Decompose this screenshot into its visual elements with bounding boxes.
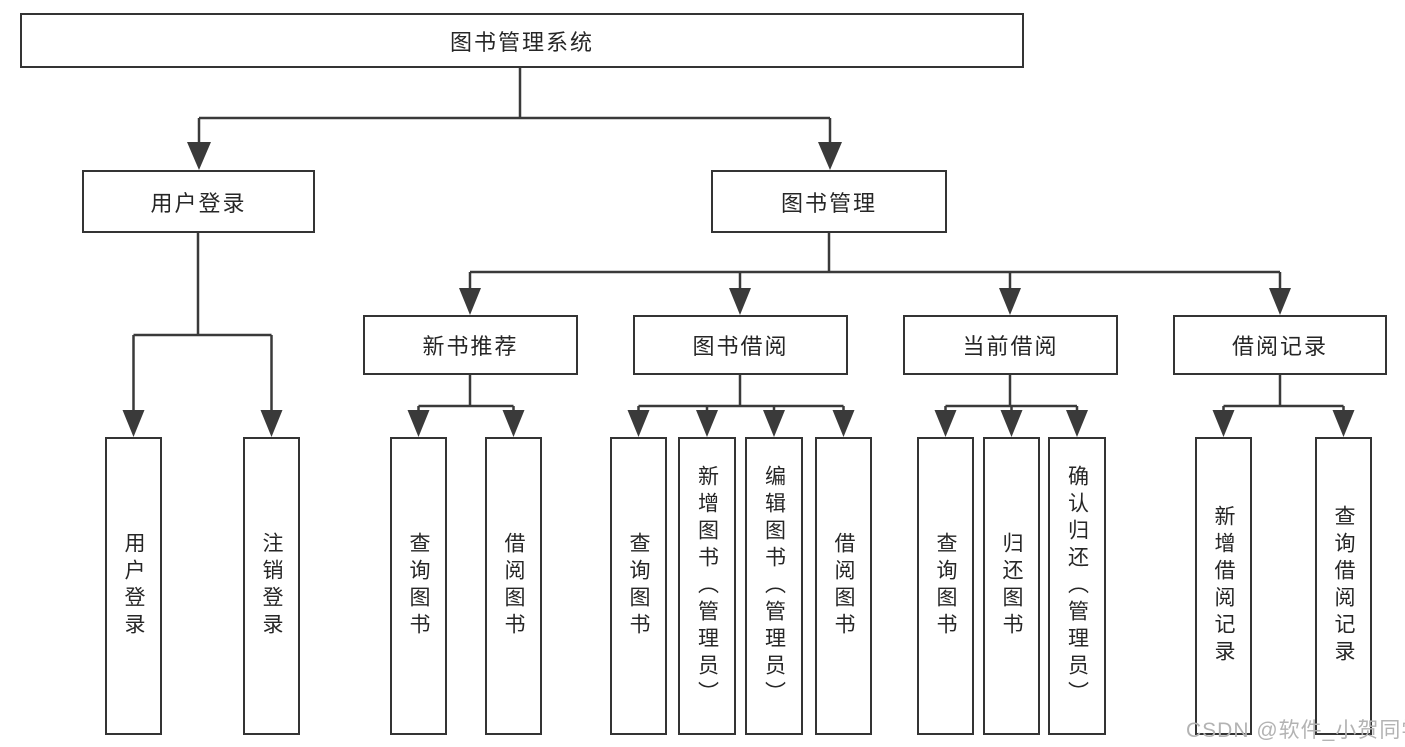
node-book-management-label: 图书管理 [780,190,877,216]
arrow-down-icon [260,410,283,437]
node-root-label: 图书管理系统 [449,29,594,55]
leaf-borrow-books-label: 借阅图书 [832,532,856,640]
arrow-down-icon [627,410,650,437]
node-book-borrow: 图书借阅 [633,315,848,375]
node-current-borrow: 当前借阅 [903,315,1118,375]
arrow-down-icon [502,410,525,437]
arrow-down-icon [1332,410,1355,437]
node-new-book-recommend: 新书推荐 [363,315,578,375]
arrow-down-icon [1269,288,1291,315]
arrow-down-icon [999,288,1021,315]
connector-root-to-level2 [197,68,832,144]
csdn-watermark: CSDN @软件_小贺同学 [1186,719,1405,742]
node-user-login-label: 用户登录 [150,190,247,216]
leaf-add-books-admin-label: 新增图书（管理员） [695,464,719,708]
leaf-logout: 注销登录 [243,437,300,735]
leaf-borrow-books: 借阅图书 [815,437,872,735]
leaf-edit-books-admin: 编辑图书（管理员） [745,437,803,735]
node-book-management: 图书管理 [711,170,947,233]
arrow-down-icon [459,288,481,315]
leaf-edit-books-admin-label: 编辑图书（管理员） [762,464,786,708]
arrow-down-icon [1000,410,1023,437]
node-current-borrow-label: 当前借阅 [962,334,1059,359]
arrow-down-icon [934,410,957,437]
connector-new-book-branch [417,375,515,413]
arrow-down-icon [1212,410,1235,437]
leaf-add-books-admin: 新增图书（管理员） [678,437,736,735]
arrowheads [122,142,1355,437]
node-borrow-records: 借阅记录 [1173,315,1387,375]
leaf-query-books-borrow: 查询图书 [610,437,667,735]
leaf-user-login: 用户登录 [105,437,162,735]
arrow-down-icon [122,410,145,437]
leaf-query-books-recommend: 查询图书 [390,437,447,735]
node-book-borrow-label: 图书借阅 [692,334,789,359]
leaf-borrow-books-recommend: 借阅图书 [485,437,542,735]
leaf-return-books-label: 归还图书 [1000,532,1024,640]
arrow-down-icon [696,410,718,437]
leaf-logout-label: 注销登录 [260,532,284,640]
connector-book-borrow-branch [637,375,845,413]
arrow-down-icon [407,410,430,437]
node-new-book-recommend-label: 新书推荐 [422,334,519,359]
node-root: 图书管理系统 [20,13,1024,68]
leaf-add-borrow-record: 新增借阅记录 [1195,437,1252,735]
arrow-down-icon [729,288,751,315]
arrow-down-icon [1066,410,1088,437]
arrow-down-icon [818,142,842,170]
connector-borrow-records-branch [1222,375,1345,413]
leaf-query-books-borrow-label: 查询图书 [627,532,651,640]
node-borrow-records-label: 借阅记录 [1231,334,1328,359]
leaf-return-books: 归还图书 [983,437,1040,735]
node-user-login: 用户登录 [82,170,315,233]
leaf-query-borrow-record: 查询借阅记录 [1315,437,1372,735]
leaf-confirm-return-admin: 确认归还（管理员） [1048,437,1106,735]
connector-user-login-branch [132,233,273,412]
connector-current-borrow-branch [944,375,1079,413]
arrow-down-icon [832,410,855,437]
connector-book-management-branch [468,233,1282,290]
leaf-query-books-current-label: 查询图书 [934,532,958,640]
leaf-confirm-return-admin-label: 确认归还（管理员） [1065,464,1089,708]
leaf-add-borrow-record-label: 新增借阅记录 [1212,505,1236,667]
leaf-query-books-current: 查询图书 [917,437,974,735]
leaf-user-login-label: 用户登录 [122,532,146,640]
connector-lines [132,68,1345,413]
leaf-query-books-recommend-label: 查询图书 [407,532,431,640]
leaf-borrow-books-recommend-label: 借阅图书 [502,532,526,640]
arrow-down-icon [763,410,785,437]
arrow-down-icon [187,142,211,170]
leaf-query-borrow-record-label: 查询借阅记录 [1332,505,1356,667]
